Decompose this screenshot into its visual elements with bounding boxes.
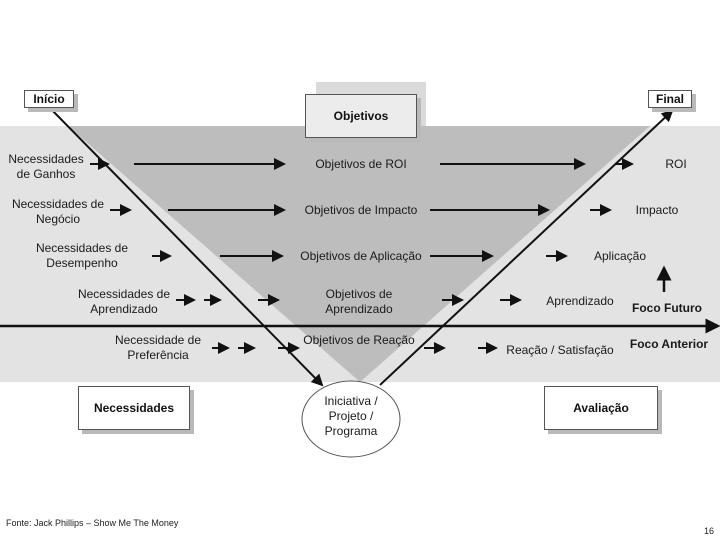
evaluation-row-2: Impacto	[635, 203, 679, 217]
past-focus-label: Foco Anterior	[629, 337, 709, 351]
needs-row-3: Necessidades de Desempenho	[35, 241, 129, 270]
needs-row-5: Necessidade de Preferência	[114, 333, 202, 362]
objective-row-2: Objetivos de Impacto	[304, 203, 418, 217]
objectives-box: Objetivos	[305, 94, 417, 138]
evaluation-row-5: Reação / Satisfação	[506, 343, 614, 357]
needs-box-label: Necessidades	[93, 401, 175, 415]
up-line	[379, 109, 674, 386]
start-label: Início	[33, 92, 65, 106]
needs-row-1: Necessidades de Ganhos	[8, 152, 84, 181]
evaluation-box: Avaliação	[544, 386, 658, 430]
needs-box: Necessidades	[78, 386, 190, 430]
source-note: Fonte: Jack Phillips – Show Me The Money	[6, 518, 179, 528]
needs-row-2: Necessidades de Negócio	[11, 197, 105, 226]
evaluation-row-1: ROI	[665, 157, 687, 171]
evaluation-row-4: Aprendizado	[546, 294, 614, 308]
objective-row-3: Objetivos de Aplicação	[300, 249, 422, 263]
page-number: 16	[704, 526, 715, 536]
objective-row-4: Objetivos de Aprendizado	[325, 287, 393, 316]
objective-row-1: Objetivos de ROI	[315, 157, 407, 171]
evaluation-row-3: Aplicação	[593, 249, 647, 263]
future-focus-label: Foco Futuro	[632, 301, 702, 315]
row-arrows	[90, 158, 634, 354]
down-line	[47, 105, 324, 387]
funnel-shape	[68, 126, 650, 382]
start-box: Início	[24, 90, 74, 108]
initiative-ellipse	[301, 380, 401, 458]
objectives-label: Objetivos	[333, 109, 389, 123]
end-label: Final	[655, 92, 684, 106]
evaluation-box-label: Avaliação	[573, 401, 629, 415]
objective-row-5: Objetivos de Reação	[303, 333, 415, 347]
end-box: Final	[648, 90, 692, 108]
needs-row-4: Necessidades de Aprendizado	[77, 287, 171, 316]
initiative-label: Iniciativa / Projeto / Programa	[324, 394, 378, 438]
